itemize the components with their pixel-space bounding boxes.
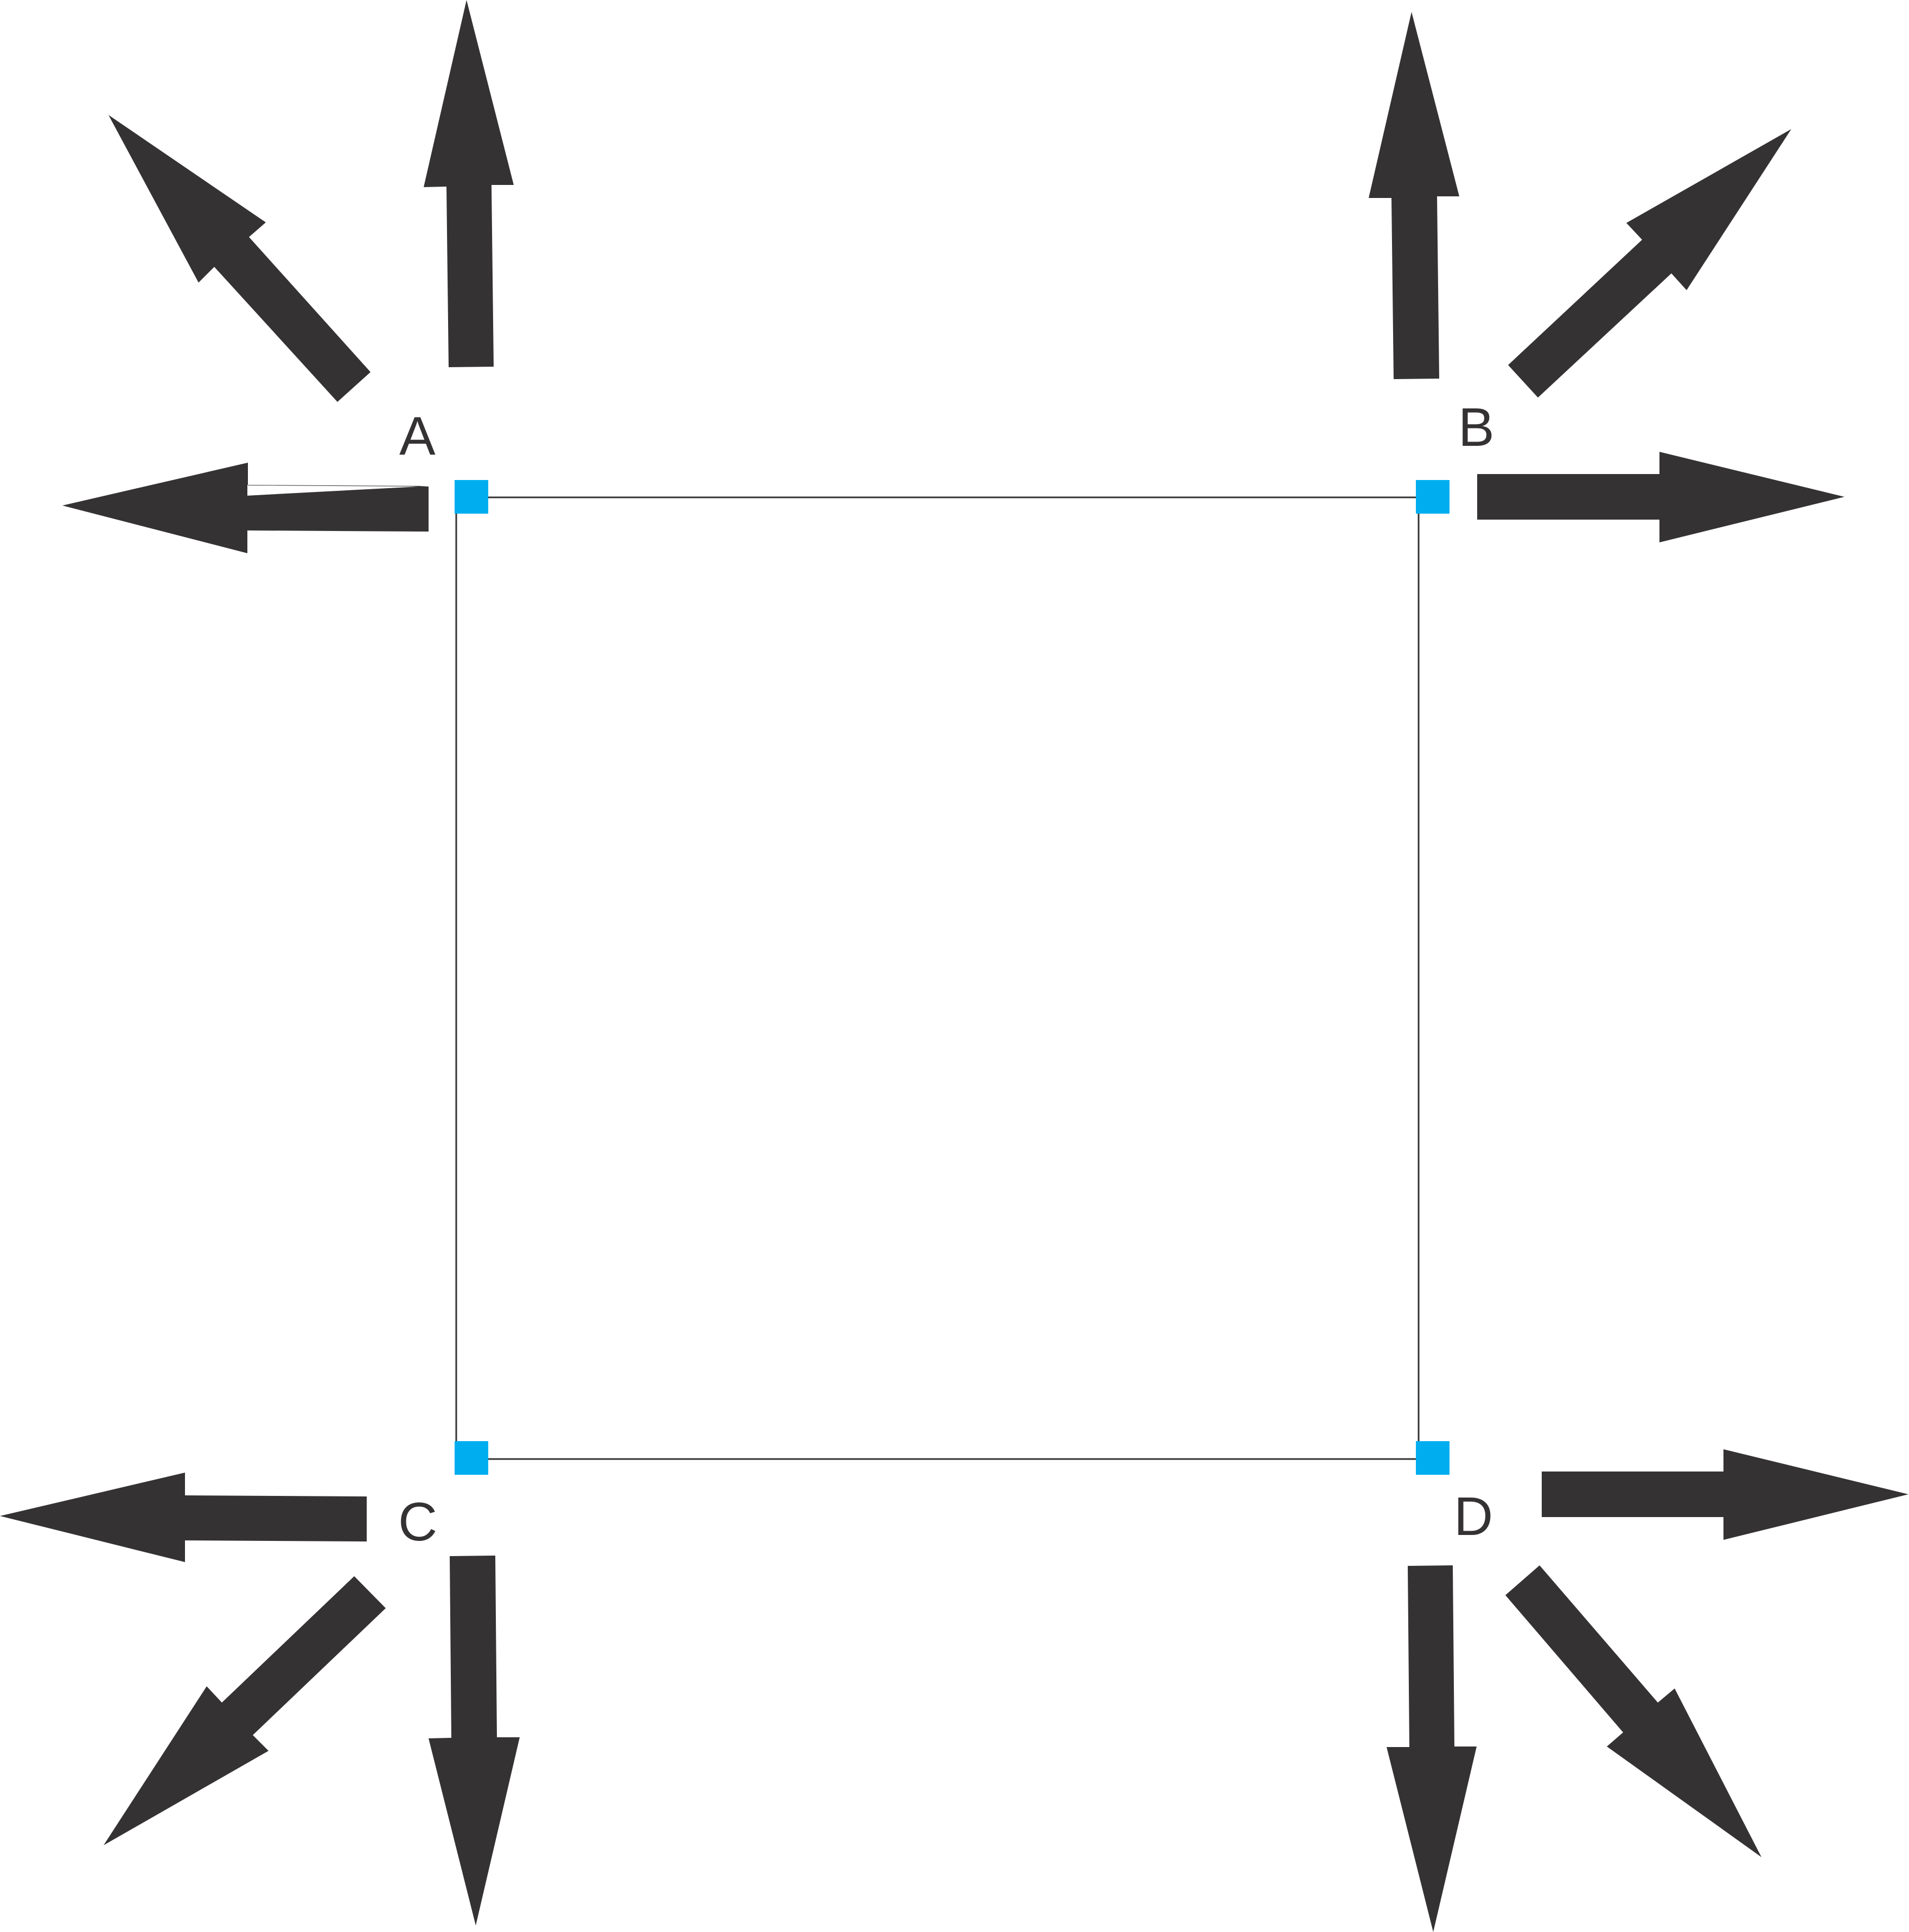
corner-label-a: A (399, 406, 436, 466)
arrow-c-down-left (104, 1576, 386, 1845)
corner-label-d: D (1454, 1486, 1493, 1547)
arrow-a-left (62, 463, 429, 553)
arrow-b-up (1369, 12, 1459, 379)
corner-a-arrows (62, 0, 514, 553)
arrow-c-left (0, 1473, 367, 1562)
corner-label-c: C (398, 1492, 437, 1552)
arrow-a-up-left (108, 115, 371, 402)
arrow-c-down (429, 1556, 520, 1925)
arrow-d-down (1387, 1565, 1477, 1932)
corner-handle-c[interactable] (455, 1441, 488, 1475)
arrow-b-right (1477, 452, 1844, 542)
arrow-b-up-right (1508, 129, 1791, 398)
arrow-d-right (1542, 1449, 1908, 1540)
corner-b-arrows (1369, 12, 1844, 542)
corner-label-b: B (1458, 397, 1495, 458)
arrow-d-down-right (1505, 1565, 1761, 1857)
corner-d-arrows (1387, 1449, 1908, 1932)
square-outline (455, 496, 1420, 1460)
corner-handle-b[interactable] (1416, 480, 1450, 514)
corner-handle-a[interactable] (455, 480, 488, 514)
arrow-a-up (424, 0, 514, 367)
corner-c-arrows (0, 1473, 520, 1925)
corner-handle-d[interactable] (1416, 1441, 1450, 1475)
